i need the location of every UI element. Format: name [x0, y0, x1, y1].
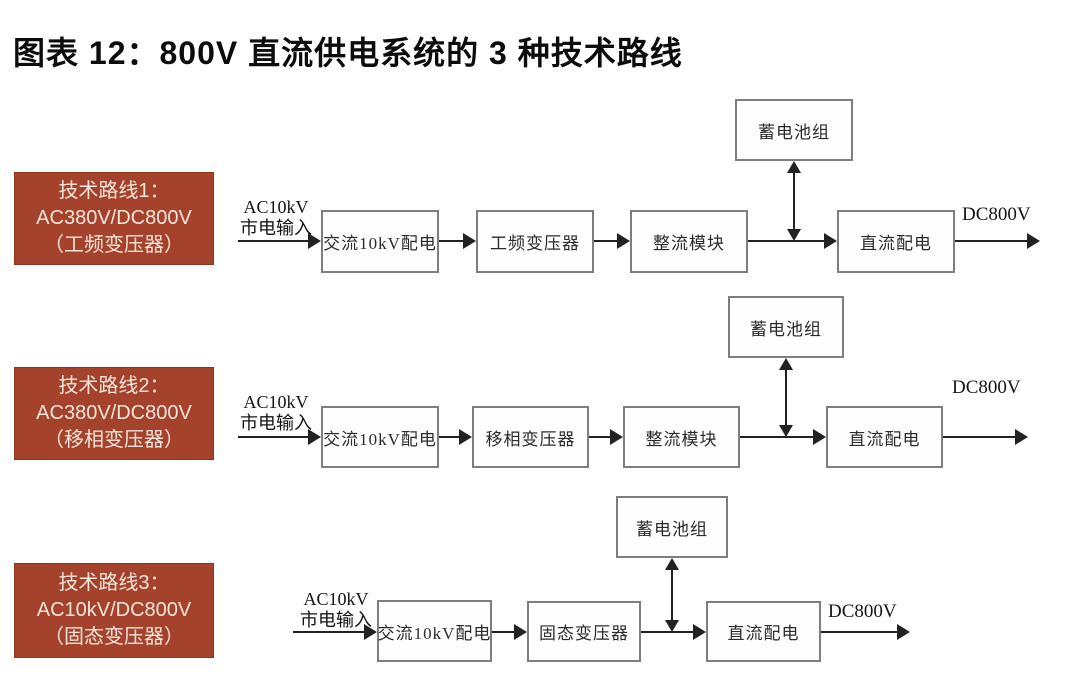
flow-arrowhead — [308, 429, 321, 445]
flow-arrowhead — [1015, 429, 1028, 445]
box-battery-pack-1: 蓄电池组 — [735, 99, 853, 161]
input-label-line: AC10kV — [303, 589, 369, 609]
flow-arrowhead — [1027, 233, 1040, 249]
route-label-line: （移相变压器） — [44, 429, 184, 451]
box-battery-pack-2: 蓄电池组 — [728, 296, 844, 358]
battery-link-arrowhead-up — [787, 161, 801, 173]
flow-arrowhead — [308, 233, 321, 249]
connector-line — [955, 240, 1027, 242]
battery-link-arrowhead-down — [787, 229, 801, 241]
connector-line — [821, 631, 897, 633]
route-label-1: 技术路线1： AC380V/DC800V （工频变压器） — [14, 172, 214, 265]
input-label-2: AC10kV 市电输入 — [232, 392, 320, 434]
box-dc-distribution-1: 直流配电 — [837, 210, 955, 273]
battery-link-line — [671, 569, 673, 620]
connector-line — [492, 631, 514, 633]
connector-line — [439, 436, 459, 438]
input-label-line: AC10kV — [243, 197, 309, 217]
input-label-line: 市电输入 — [240, 413, 312, 433]
connector-line — [439, 240, 463, 242]
connector-line — [641, 631, 693, 633]
flow-arrowhead — [617, 233, 630, 249]
input-label-line: 市电输入 — [240, 218, 312, 238]
flow-arrowhead — [813, 429, 826, 445]
battery-link-arrowhead-down — [779, 425, 793, 437]
connector-line — [238, 240, 308, 242]
battery-link-arrowhead-down — [665, 620, 679, 632]
route-label-line: （固态变压器） — [44, 626, 184, 648]
route-label-line: AC380V/DC800V — [36, 402, 192, 424]
box-dc-distribution-3: 直流配电 — [706, 601, 821, 662]
battery-link-arrowhead-up — [779, 358, 793, 370]
box-ac-10kv-distribution-1: 交流10kV配电 — [321, 210, 439, 273]
output-label-2: DC800V — [952, 377, 1021, 398]
box-phase-shift-transformer: 移相变压器 — [472, 406, 589, 468]
box-battery-pack-3: 蓄电池组 — [616, 496, 728, 558]
connector-line — [594, 240, 617, 242]
flow-arrowhead — [514, 624, 527, 640]
box-rectifier-module-2: 整流模块 — [623, 406, 740, 468]
input-label-3: AC10kV 市电输入 — [292, 589, 380, 631]
connector-line — [943, 436, 1015, 438]
route-label-line: AC380V/DC800V — [36, 207, 192, 229]
box-rectifier-module-1: 整流模块 — [630, 210, 748, 273]
box-ac-10kv-distribution-3: 交流10kV配电 — [377, 600, 492, 662]
input-label-1: AC10kV 市电输入 — [232, 197, 320, 239]
route-label-line: 技术路线1： — [58, 180, 170, 202]
connector-line — [748, 240, 824, 242]
route-label-3: 技术路线3： AC10kV/DC800V （固态变压器） — [14, 563, 214, 658]
flow-arrowhead — [897, 624, 910, 640]
route-label-2: 技术路线2： AC380V/DC800V （移相变压器） — [14, 367, 214, 460]
box-dc-distribution-2: 直流配电 — [826, 406, 943, 468]
box-ac-10kv-distribution-2: 交流10kV配电 — [321, 406, 439, 468]
flow-arrowhead — [610, 429, 623, 445]
flow-arrowhead — [693, 624, 706, 640]
connector-line — [740, 436, 813, 438]
output-label-1: DC800V — [962, 204, 1031, 225]
output-label-3: DC800V — [828, 601, 897, 622]
battery-link-line — [793, 172, 795, 229]
flow-arrowhead — [824, 233, 837, 249]
flow-arrowhead — [459, 429, 472, 445]
battery-link-line — [785, 369, 787, 425]
flow-arrowhead — [463, 233, 476, 249]
connector-line — [293, 631, 364, 633]
connector-line — [238, 436, 308, 438]
connector-line — [589, 436, 610, 438]
route-label-line: 技术路线3： — [58, 572, 170, 594]
route-label-line: 技术路线2： — [58, 375, 170, 397]
input-label-line: AC10kV — [243, 392, 309, 412]
battery-link-arrowhead-up — [665, 558, 679, 570]
figure-title: 图表 12：800V 直流供电系统的 3 种技术路线 — [13, 35, 683, 71]
flow-arrowhead — [364, 624, 377, 640]
box-solid-state-transformer: 固态变压器 — [527, 601, 641, 662]
route-label-line: （工频变压器） — [44, 234, 184, 256]
route-label-line: AC10kV/DC800V — [36, 599, 192, 621]
input-label-line: 市电输入 — [300, 610, 372, 630]
box-power-frequency-transformer: 工频变压器 — [476, 210, 594, 273]
